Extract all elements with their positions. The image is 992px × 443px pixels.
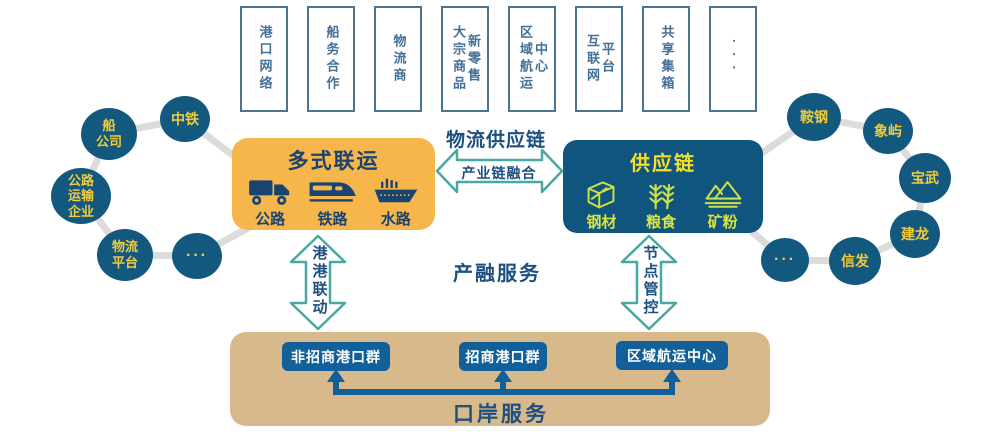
top-box-label: 互联网 [585,33,600,85]
ring-node-label: 物流 平台 [111,239,138,270]
top-box-label: 物流商 [391,33,407,85]
label-logistics-supply-chain: 物流供应链 [445,130,546,151]
ring-node-ellipsis-left: ··· [172,233,222,279]
mode-rail: 铁路 [308,177,357,229]
button-label: 非招商港口群 [291,348,381,365]
ellipsis-dots: ··· [186,247,208,265]
ring-node-label: 建龙 [901,225,929,242]
label-industry-finance-services: 产融服务 [453,263,541,285]
button-regional-shipping-center: 区域航运中心 [616,341,728,370]
top-box-label: 中心 [532,42,548,76]
arrow-up-icon [663,369,681,382]
ring-node-ship-company: 船 公司 [81,108,137,160]
top-box-regional-shipping-center: 区域航运 中心 [508,6,556,112]
supply-chain-title: 供应链 [630,153,696,175]
ship-icon [374,178,418,203]
top-box-shipping-cooperation: 船务合作 [307,6,355,112]
port-group-connector [327,369,681,395]
ring-node-label: 象屿 [874,122,902,139]
button-label: 区域航运中心 [627,347,717,364]
top-box-label: 区域航运 [518,25,533,93]
multimodal-title: 多式联运 [287,150,380,173]
horizontal-double-arrow [435,148,564,194]
top-box-label: 新零售 [465,33,481,85]
ellipsis-dots: ··· [774,251,796,269]
top-box-label: 船务合作 [324,25,340,93]
ring-node-label: 宝武 [911,169,939,186]
top-box-port-network: 港口网络 [240,6,288,112]
ring-node-xinfa: 信发 [829,237,881,285]
button-label: 招商港口群 [465,348,541,365]
top-box-bulk-commodity-new-retail: 大宗商品 新零售 [441,6,489,112]
commodity-grain: 粮食 [643,178,679,232]
transport-modes-row: 公路 铁路 [232,177,435,229]
label-port-port-linkage: 港港联动 [310,245,328,317]
ore-pile-icon [704,181,741,208]
commodity-label: 钢材 [586,214,617,231]
truck-icon [249,180,290,205]
top-box-label: 大宗商品 [451,25,466,93]
supply-chain-box: 供应链 钢材 粮食 [563,140,763,233]
top-box-label: 共享集箱 [659,25,675,93]
steel-box-icon [587,181,615,209]
mode-label: 公路 [255,211,286,228]
commodity-label: 矿粉 [707,214,738,231]
ring-node-xiangyu: 象屿 [863,108,913,154]
ring-node-china-railway: 中铁 [160,96,210,142]
label-industry-chain-integration: 产业链融合 [461,165,537,181]
ring-node-label: 公路 运输 企业 [67,172,94,219]
grain-icon [649,184,675,210]
button-non-merchants-port-group: 非招商港口群 [282,342,390,371]
ellipsis-dots: ··· [726,39,742,79]
ring-node-baowu: 宝武 [899,153,951,203]
port-services-title: 口岸服务 [453,403,549,426]
ring-node-logistics-platform: 物流 平台 [97,229,153,281]
ring-node-ellipsis-right: ··· [761,238,809,282]
ring-node-label: 鞍钢 [800,108,828,125]
top-box-shared-container: 共享集箱 [642,6,690,112]
arrow-up-icon [494,369,512,382]
button-merchants-port-group: 招商港口群 [459,342,547,371]
top-box-label: 港口网络 [257,25,273,93]
ring-node-jianlong: 建龙 [890,210,940,258]
commodity-label: 粮食 [645,214,676,231]
train-icon [310,182,357,202]
commodity-ore: 矿粉 [702,178,744,232]
mode-label: 水路 [380,211,411,228]
ring-node-road-transport-enterprise: 公路 运输 企业 [51,168,111,224]
ring-node-label: 中铁 [171,110,199,127]
commodity-steel: 钢材 [582,178,620,232]
ring-node-angang: 鞍钢 [787,93,841,141]
vertical-double-arrow-left [289,234,347,331]
top-box-internet-platform: 互联网 平台 [575,6,623,112]
top-box-label: 平台 [599,42,615,76]
ring-node-label: 船 公司 [95,118,122,149]
label-node-control: 节点管控 [641,245,659,317]
top-box-logistics-provider: 物流商 [374,6,422,112]
top-box-ellipsis: ··· [709,6,757,112]
mode-road: 公路 [248,177,292,229]
multimodal-transport-box: 多式联运 公路 [232,138,435,230]
mode-label: 铁路 [317,211,348,228]
ring-node-label: 信发 [841,252,869,269]
commodities-row: 钢材 粮食 矿粉 [563,178,763,232]
mode-water: 水路 [373,177,419,229]
arrow-up-icon [327,369,345,382]
vertical-double-arrow-right [620,234,678,331]
